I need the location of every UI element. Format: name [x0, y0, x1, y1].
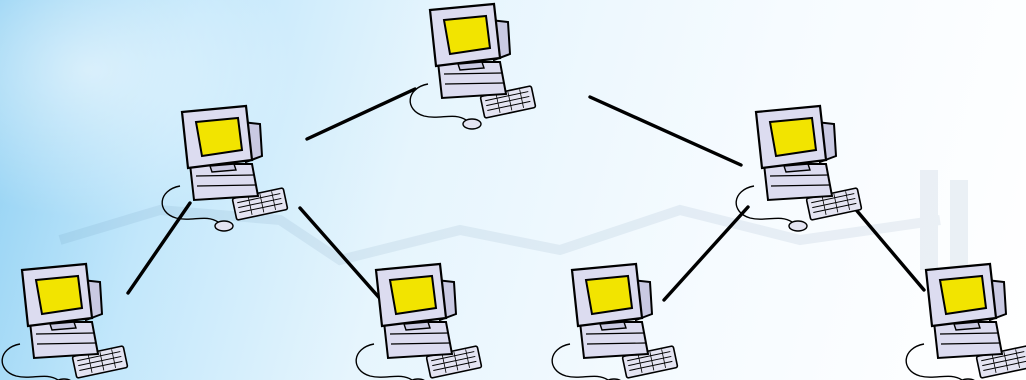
link-left-child-to-left-right-leaf: [300, 208, 383, 302]
link-right-child-to-right-right-leaf: [852, 205, 924, 290]
left-left-leaf-computer-icon: [2, 264, 128, 380]
link-left-child-to-left-left-leaf: [128, 203, 190, 293]
root-computer-icon: [410, 4, 536, 129]
link-root-to-right-child: [590, 97, 741, 165]
left-child-computer-icon: [162, 106, 288, 231]
link-root-to-left-child: [307, 89, 415, 139]
right-right-leaf-computer-icon: [906, 264, 1026, 380]
right-child-computer-icon: [736, 106, 862, 231]
network-nodes: [2, 4, 1026, 380]
link-right-child-to-right-left-leaf: [664, 207, 748, 300]
right-left-leaf-computer-icon: [552, 264, 678, 380]
left-right-leaf-computer-icon: [356, 264, 482, 380]
